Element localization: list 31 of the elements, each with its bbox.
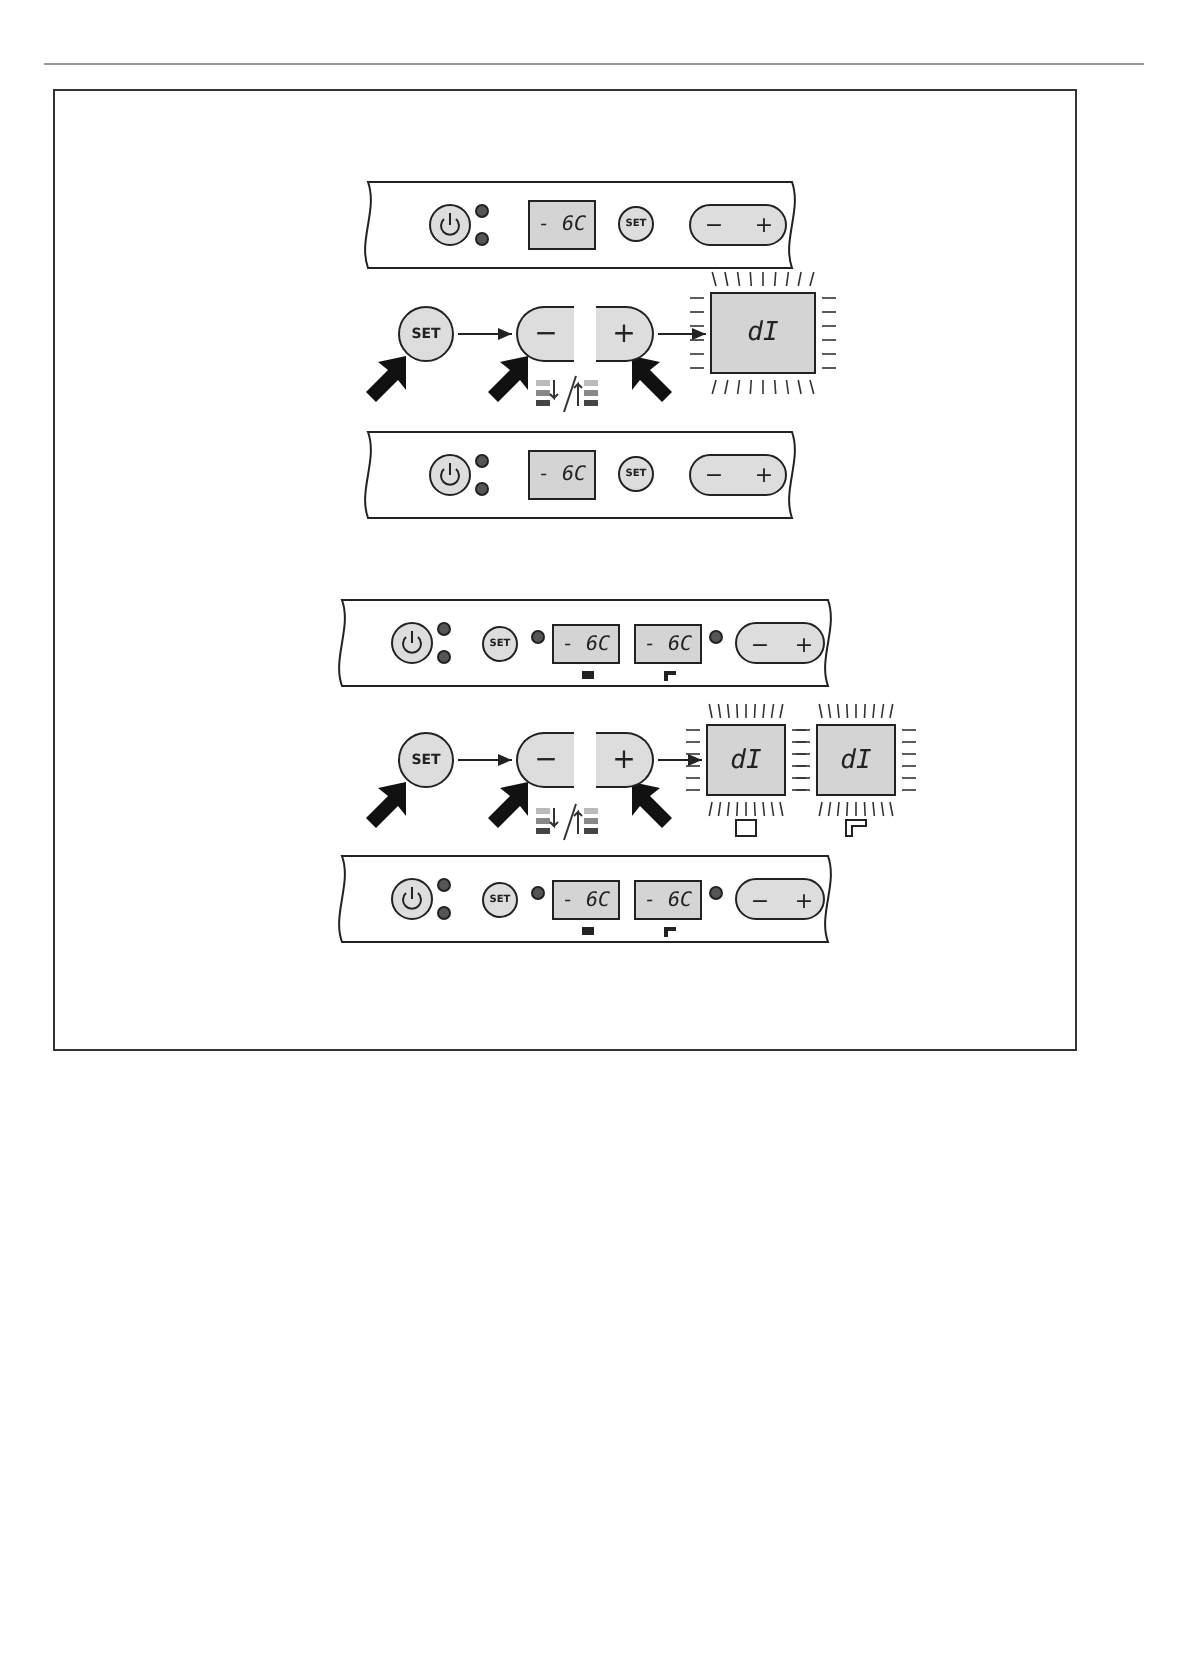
minus-button: − <box>516 306 574 362</box>
button-symbol: − <box>702 459 726 490</box>
press-arrow <box>366 356 406 402</box>
minus-button: − <box>516 732 574 788</box>
arrow <box>457 328 513 340</box>
button-symbol: + <box>752 209 776 240</box>
button-symbol: − <box>748 629 772 660</box>
display-readout: - 6C <box>634 880 702 920</box>
flashing-display: dI <box>706 724 786 796</box>
press-arrow <box>632 356 672 402</box>
button-symbol: + <box>792 629 816 660</box>
display-readout: - 6C <box>528 450 596 500</box>
flashing-display: dI <box>710 292 816 374</box>
plus-button: + <box>596 732 654 788</box>
button-symbol: + <box>792 885 816 916</box>
display-readout: - 6C <box>634 624 702 664</box>
button-symbol: − <box>702 209 726 240</box>
display-readout: - 6C <box>552 624 620 664</box>
flashing-display: dI <box>816 724 896 796</box>
press-arrow <box>632 782 672 828</box>
arrow <box>657 328 707 340</box>
press-arrow <box>366 782 406 828</box>
plus-button: + <box>596 306 654 362</box>
display-readout: - 6C <box>552 880 620 920</box>
button-symbol: − <box>748 885 772 916</box>
display-readout: - 6C <box>528 200 596 250</box>
arrow <box>657 754 703 766</box>
press-arrow <box>488 782 528 828</box>
press-arrow <box>488 356 528 402</box>
button-symbol: + <box>752 459 776 490</box>
arrow <box>457 754 513 766</box>
